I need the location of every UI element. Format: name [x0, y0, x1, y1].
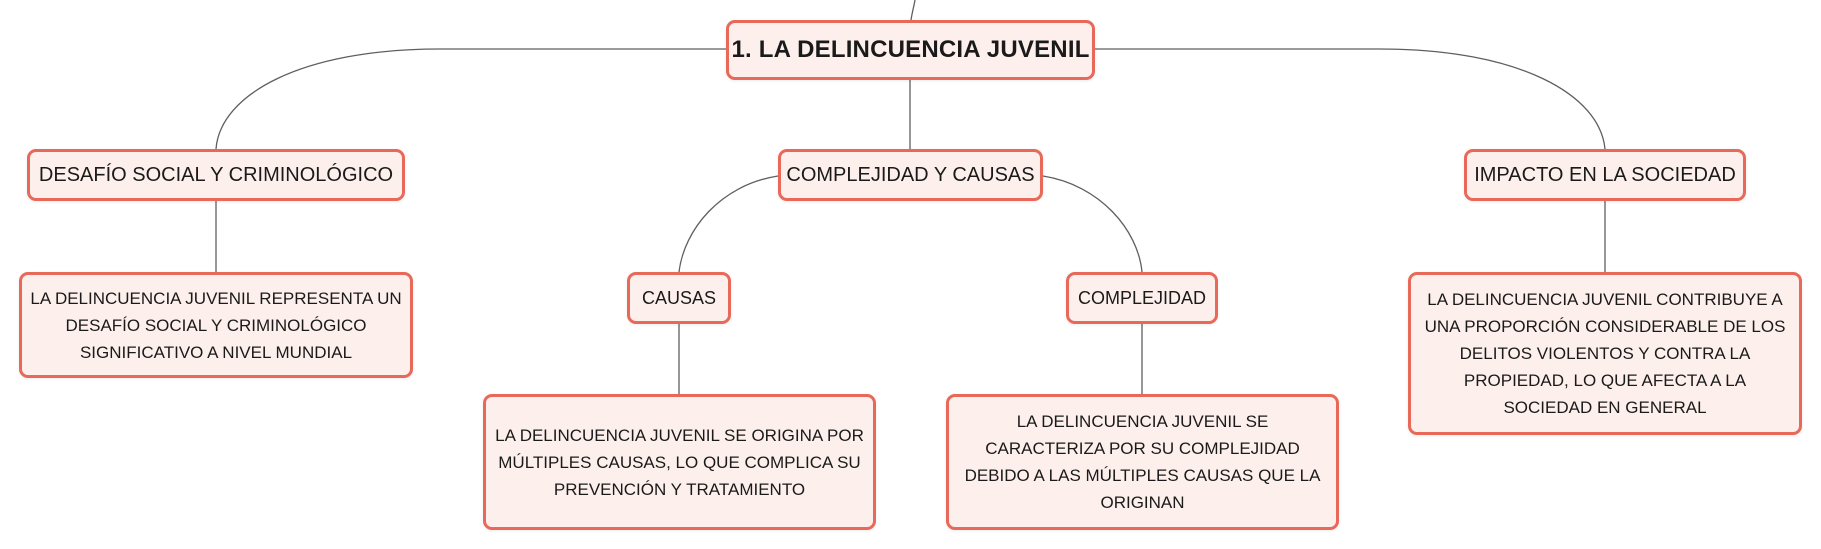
detail-node-desafio[interactable]: LA DELINCUENCIA JUVENIL REPRESENTA UN DE… — [19, 272, 413, 378]
root-node-label: 1. LA DELINCUENCIA JUVENIL — [731, 36, 1090, 63]
detail-node-complejidad[interactable]: LA DELINCUENCIA JUVENIL SE CARACTERIZA P… — [946, 394, 1339, 530]
connector-from-parent — [910, 0, 916, 21]
detail-node-text: LA DELINCUENCIA JUVENIL REPRESENTA UN DE… — [30, 288, 402, 362]
subtopic-node-label: CAUSAS — [641, 287, 717, 308]
connector-root-to-desafio — [215, 48, 726, 150]
detail-node-causas[interactable]: LA DELINCUENCIA JUVENIL SE ORIGINA POR M… — [483, 394, 876, 530]
topic-node-label: DESAFÍO SOCIAL Y CRIMINOLÓGICO — [38, 163, 394, 186]
subtopic-node-label: COMPLEJIDAD — [1077, 287, 1207, 308]
topic-node-label: IMPACTO EN LA SOCIEDAD — [1474, 163, 1736, 186]
root-node[interactable]: 1. LA DELINCUENCIA JUVENIL — [726, 20, 1095, 80]
connector-complejidad-causas-to-causas — [678, 175, 779, 273]
connector-root-to-impacto — [1095, 48, 1606, 150]
subtopic-node-causas[interactable]: CAUSAS — [627, 272, 731, 324]
detail-node-text: LA DELINCUENCIA JUVENIL SE CARACTERIZA P… — [964, 412, 1321, 512]
topic-node-impacto[interactable]: IMPACTO EN LA SOCIEDAD — [1464, 149, 1746, 201]
topic-node-complejidad-causas[interactable]: COMPLEJIDAD Y CAUSAS — [778, 149, 1043, 201]
connector-complejidad-causas-to-complejidad — [1042, 175, 1143, 273]
detail-node-impacto[interactable]: LA DELINCUENCIA JUVENIL CONTRIBUYE A UNA… — [1408, 272, 1802, 435]
detail-node-text: LA DELINCUENCIA JUVENIL SE ORIGINA POR M… — [495, 425, 864, 499]
detail-node-text: LA DELINCUENCIA JUVENIL CONTRIBUYE A UNA… — [1424, 290, 1786, 417]
topic-node-desafio[interactable]: DESAFÍO SOCIAL Y CRIMINOLÓGICO — [27, 149, 405, 201]
subtopic-node-complejidad[interactable]: COMPLEJIDAD — [1066, 272, 1218, 324]
topic-node-label: COMPLEJIDAD Y CAUSAS — [786, 163, 1035, 186]
